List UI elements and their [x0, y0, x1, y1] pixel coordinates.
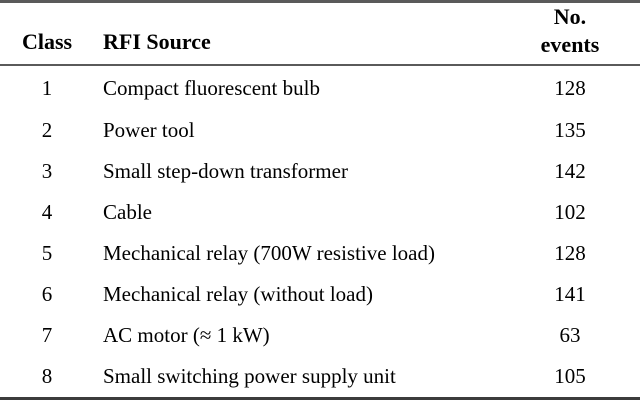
table-row: 3 Small step-down transformer 142 [0, 151, 640, 192]
cell-events: 141 [554, 282, 586, 307]
column-header-no-events-line2: events [540, 32, 600, 58]
cell-events: 105 [554, 364, 586, 389]
cell-class: 1 [41, 76, 53, 101]
column-header-no-events-line1: No. [553, 4, 587, 29]
table-mid-rule [0, 64, 640, 67]
table-row: 2 Power tool 135 [0, 110, 640, 151]
cell-events: 63 [559, 323, 581, 348]
cell-events: 128 [554, 76, 586, 101]
table-row: 4 Cable 102 [0, 192, 640, 233]
table-row: 7 AC motor (≈ 1 kW) 63 [0, 315, 640, 356]
table-row: 6 Mechanical relay (without load) 141 [0, 274, 640, 315]
table-row: 8 Small switching power supply unit 105 [0, 356, 640, 397]
cell-source: Mechanical relay (700W resistive load) [103, 241, 435, 266]
cell-class: 8 [41, 364, 53, 389]
table-body: 1 Compact fluorescent bulb 128 2 Power t… [0, 66, 640, 397]
cell-source: Power tool [103, 118, 195, 143]
cell-class: 4 [41, 200, 53, 225]
cell-events: 102 [554, 200, 586, 225]
cell-class: 7 [41, 323, 53, 348]
table-row: 5 Mechanical relay (700W resistive load)… [0, 233, 640, 274]
table-row: 1 Compact fluorescent bulb 128 [0, 66, 640, 110]
header-row: Class RFI Source No. events [0, 3, 640, 64]
cell-events: 142 [554, 159, 586, 184]
cell-source: AC motor (≈ 1 kW) [103, 323, 270, 348]
cell-events: 135 [554, 118, 586, 143]
cell-source: Cable [103, 200, 152, 225]
cell-events: 128 [554, 241, 586, 266]
table-header: Class RFI Source No. events [0, 3, 640, 64]
cell-class: 6 [41, 282, 53, 307]
cell-source: Small switching power supply unit [103, 364, 396, 389]
cell-source: Compact fluorescent bulb [103, 76, 320, 101]
rfi-source-table-body: 1 Compact fluorescent bulb 128 2 Power t… [0, 66, 640, 397]
cell-class: 3 [41, 159, 53, 184]
column-header-rfi-source: RFI Source [103, 29, 211, 55]
table-bottom-rule [0, 397, 640, 401]
cell-source: Small step-down transformer [103, 159, 348, 184]
column-header-class: Class [21, 29, 73, 55]
column-header-no-events: No. events [500, 3, 640, 64]
rfi-source-table: Class RFI Source No. events [0, 3, 640, 64]
cell-class: 5 [41, 241, 53, 266]
table-top-rule [0, 0, 640, 3]
cell-source: Mechanical relay (without load) [103, 282, 373, 307]
cell-class: 2 [41, 118, 53, 143]
